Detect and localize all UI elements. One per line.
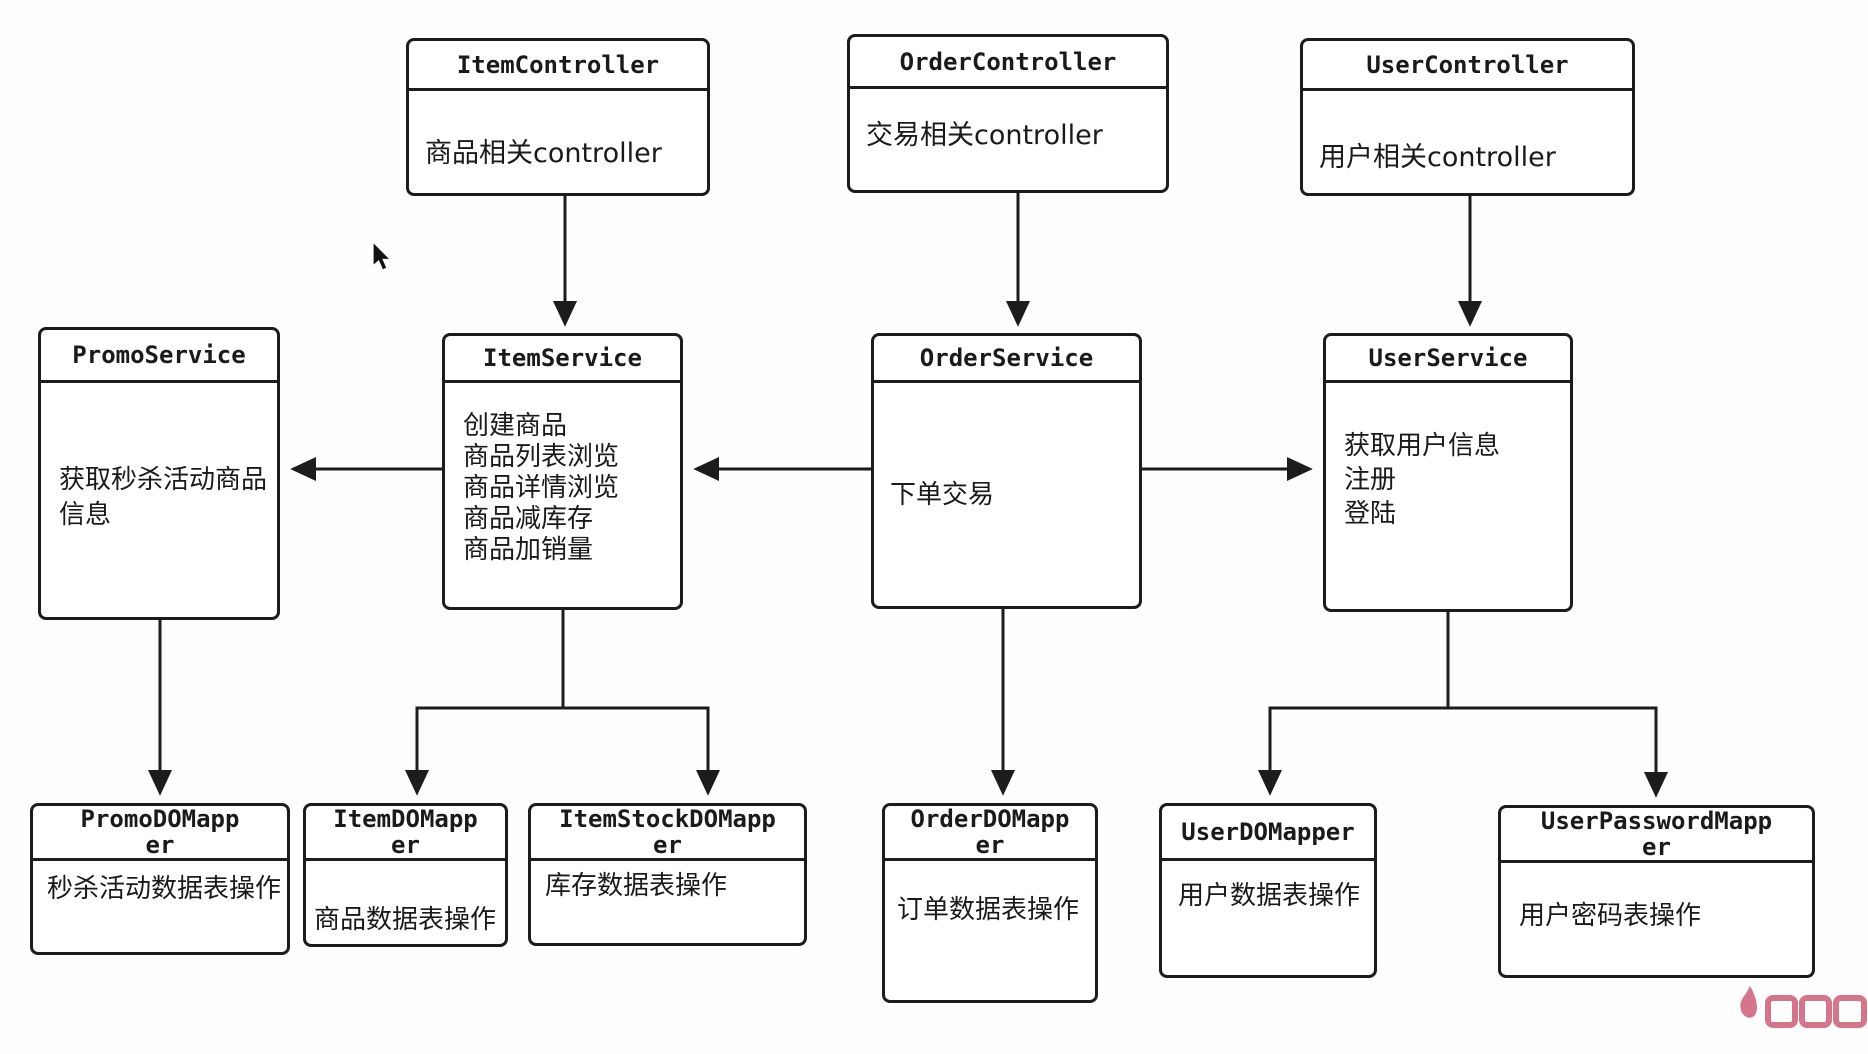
node-description: 交易相关controller <box>866 120 1103 151</box>
uml-architecture-diagram: ItemController 商品相关controller OrderContr… <box>30 34 1867 1028</box>
node-item-service: ItemService 创建商品 商品列表浏览 商品详情浏览 商品减库存 商品加… <box>442 333 683 610</box>
node-item-controller: ItemController 商品相关controller <box>406 38 710 196</box>
node-description: 获取秒杀活动商品信息 <box>59 465 268 530</box>
node-title: OrderService <box>874 336 1139 383</box>
node-title: ItemDOMapper <box>306 806 505 861</box>
node-method: 商品详情浏览 <box>463 473 620 503</box>
node-item-do-mapper: ItemDOMapper 商品数据表操作 <box>303 803 508 947</box>
node-method: 商品减库存 <box>463 504 594 534</box>
watermark-logo <box>1740 986 1867 1028</box>
node-method: 商品加销量 <box>463 535 594 565</box>
node-title: PromoService <box>41 330 277 383</box>
node-title: ItemService <box>445 336 680 383</box>
node-order-do-mapper: OrderDOMapper 订单数据表操作 <box>882 803 1098 1003</box>
node-method: 注册 <box>1344 465 1397 495</box>
mouse-cursor-icon <box>372 242 392 271</box>
node-title: ItemController <box>409 41 707 91</box>
node-description: 用户数据表操作 <box>1178 881 1361 911</box>
node-title: UserService <box>1326 336 1570 383</box>
node-method: 商品列表浏览 <box>463 442 620 472</box>
node-description: 用户密码表操作 <box>1519 901 1702 931</box>
node-description: 商品数据表操作 <box>314 905 497 935</box>
node-promo-service: PromoService 获取秒杀活动商品信息 <box>38 327 280 620</box>
node-description: 秒杀活动数据表操作 <box>47 874 282 904</box>
node-title: OrderController <box>850 37 1166 89</box>
node-user-password-mapper: UserPasswordMapper 用户密码表操作 <box>1498 805 1815 978</box>
node-title: OrderDOMapper <box>885 806 1095 861</box>
node-title: UserDOMapper <box>1162 806 1374 861</box>
node-item-stock-do-mapper: ItemStockDOMapper 库存数据表操作 <box>528 803 807 946</box>
node-method: 下单交易 <box>890 480 995 510</box>
node-method: 获取用户信息 <box>1344 431 1501 461</box>
node-order-controller: OrderController 交易相关controller <box>847 34 1169 193</box>
node-title: UserController <box>1303 41 1632 91</box>
node-user-controller: UserController 用户相关controller <box>1300 38 1635 196</box>
node-description: 用户相关controller <box>1319 142 1556 173</box>
node-title: PromoDOMapper <box>33 806 287 861</box>
node-user-do-mapper: UserDOMapper 用户数据表操作 <box>1159 803 1377 978</box>
node-method: 创建商品 <box>463 411 568 441</box>
node-order-service: OrderService 下单交易 <box>871 333 1142 609</box>
node-user-service: UserService 获取用户信息 注册 登陆 <box>1323 333 1573 612</box>
diagram-canvas: { "colors": { "box_border": "#1c1c1c", "… <box>30 34 1867 1028</box>
node-description: 商品相关controller <box>425 138 662 169</box>
node-title: ItemStockDOMapper <box>531 806 804 861</box>
node-promo-do-mapper: PromoDOMapper 秒杀活动数据表操作 <box>30 803 290 955</box>
node-method: 登陆 <box>1344 499 1397 529</box>
node-description: 订单数据表操作 <box>897 895 1080 925</box>
node-title: UserPasswordMapper <box>1501 808 1812 863</box>
node-description: 库存数据表操作 <box>545 871 728 901</box>
